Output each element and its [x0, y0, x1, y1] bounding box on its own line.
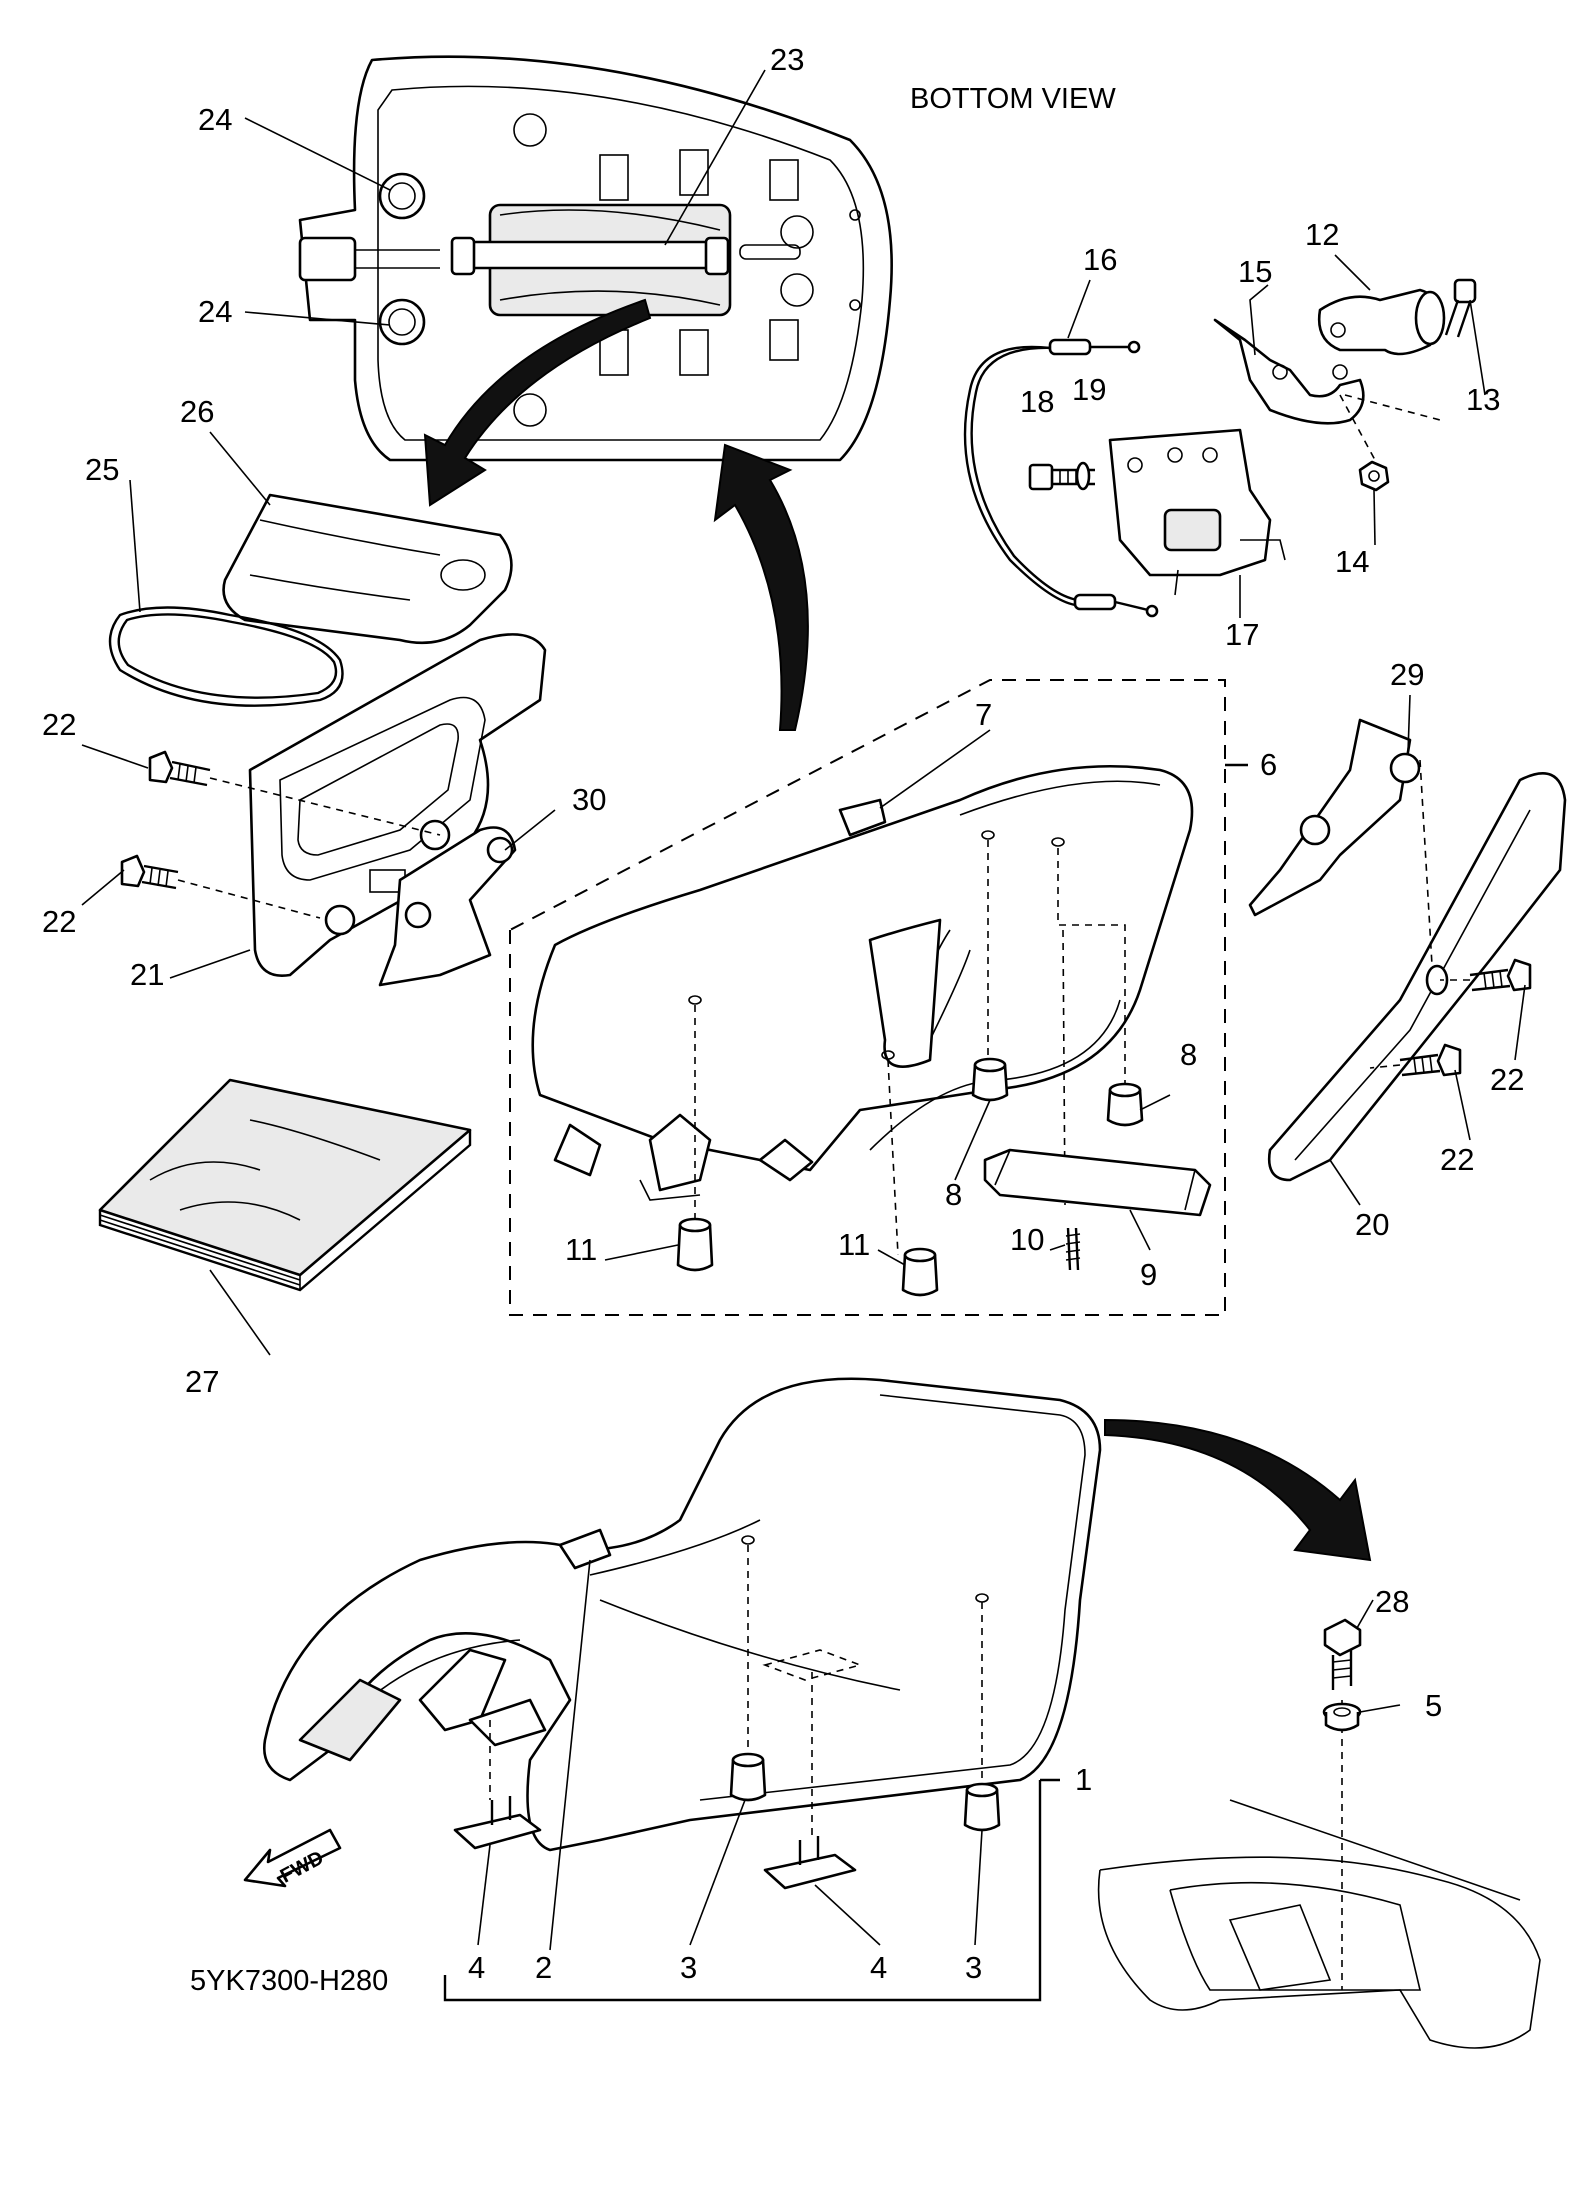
callout-11b: 11 — [838, 1227, 870, 1262]
callout-4b: 4 — [870, 1950, 887, 1985]
main-seat-assembly — [262, 1377, 1102, 2002]
callout-19: 19 — [1072, 372, 1106, 407]
leader-lines — [81, 69, 1526, 1951]
callout-24a: 24 — [198, 102, 232, 137]
callout-18: 18 — [1020, 384, 1054, 419]
callout-22b: 22 — [42, 904, 76, 939]
callout-15: 15 — [1238, 254, 1272, 289]
callout-21: 21 — [130, 957, 164, 992]
frame-detail — [1097, 1618, 1541, 2049]
callout-1: 1 — [1075, 1762, 1092, 1797]
seat-lock-assembly — [963, 278, 1477, 618]
owner-manual — [98, 1078, 472, 1292]
callout-3a: 3 — [680, 1950, 697, 1985]
callout-numbers: 1 2 3 3 4 4 5 6 7 8 8 9 10 11 11 12 13 1… — [42, 42, 1524, 1985]
callout-11a: 11 — [565, 1232, 597, 1267]
callout-22d: 22 — [1440, 1142, 1474, 1177]
callout-13: 13 — [1466, 382, 1500, 417]
callout-25: 25 — [85, 452, 119, 487]
callout-16: 16 — [1083, 242, 1117, 277]
callout-3b: 3 — [965, 1950, 982, 1985]
callout-7: 7 — [975, 697, 992, 732]
callout-22a: 22 — [42, 707, 76, 742]
callout-8b: 8 — [1180, 1037, 1197, 1072]
callout-2: 2 — [535, 1950, 552, 1985]
callout-30: 30 — [572, 782, 606, 817]
callout-17: 17 — [1225, 617, 1259, 652]
callout-8a: 8 — [945, 1177, 962, 1212]
callout-5: 5 — [1425, 1688, 1442, 1723]
callout-28: 28 — [1375, 1584, 1409, 1619]
callout-9: 9 — [1140, 1257, 1157, 1292]
callout-4a: 4 — [468, 1950, 485, 1985]
left-side-cover-group — [108, 493, 547, 987]
rear-seat-bottom-view — [298, 55, 893, 462]
callout-22c: 22 — [1490, 1062, 1524, 1097]
callout-10: 10 — [1010, 1222, 1044, 1257]
callout-20: 20 — [1355, 1207, 1389, 1242]
callout-24b: 24 — [198, 294, 232, 329]
rear-seat-assembly — [509, 679, 1248, 1316]
callout-27: 27 — [185, 1364, 219, 1399]
callout-6: 6 — [1260, 747, 1277, 782]
callout-29: 29 — [1390, 657, 1424, 692]
right-side-cover-group — [1248, 718, 1567, 1182]
drawing-code: 5YK7300-H280 — [190, 1965, 388, 1997]
callout-26: 26 — [180, 394, 214, 429]
callout-12: 12 — [1305, 217, 1339, 252]
bottom-view-title: BOTTOM VIEW — [910, 83, 1116, 115]
view-arrows — [423, 298, 1372, 1562]
callout-23: 23 — [770, 42, 804, 77]
forward-arrow: FWD — [243, 1828, 342, 1888]
callout-14: 14 — [1335, 544, 1369, 579]
